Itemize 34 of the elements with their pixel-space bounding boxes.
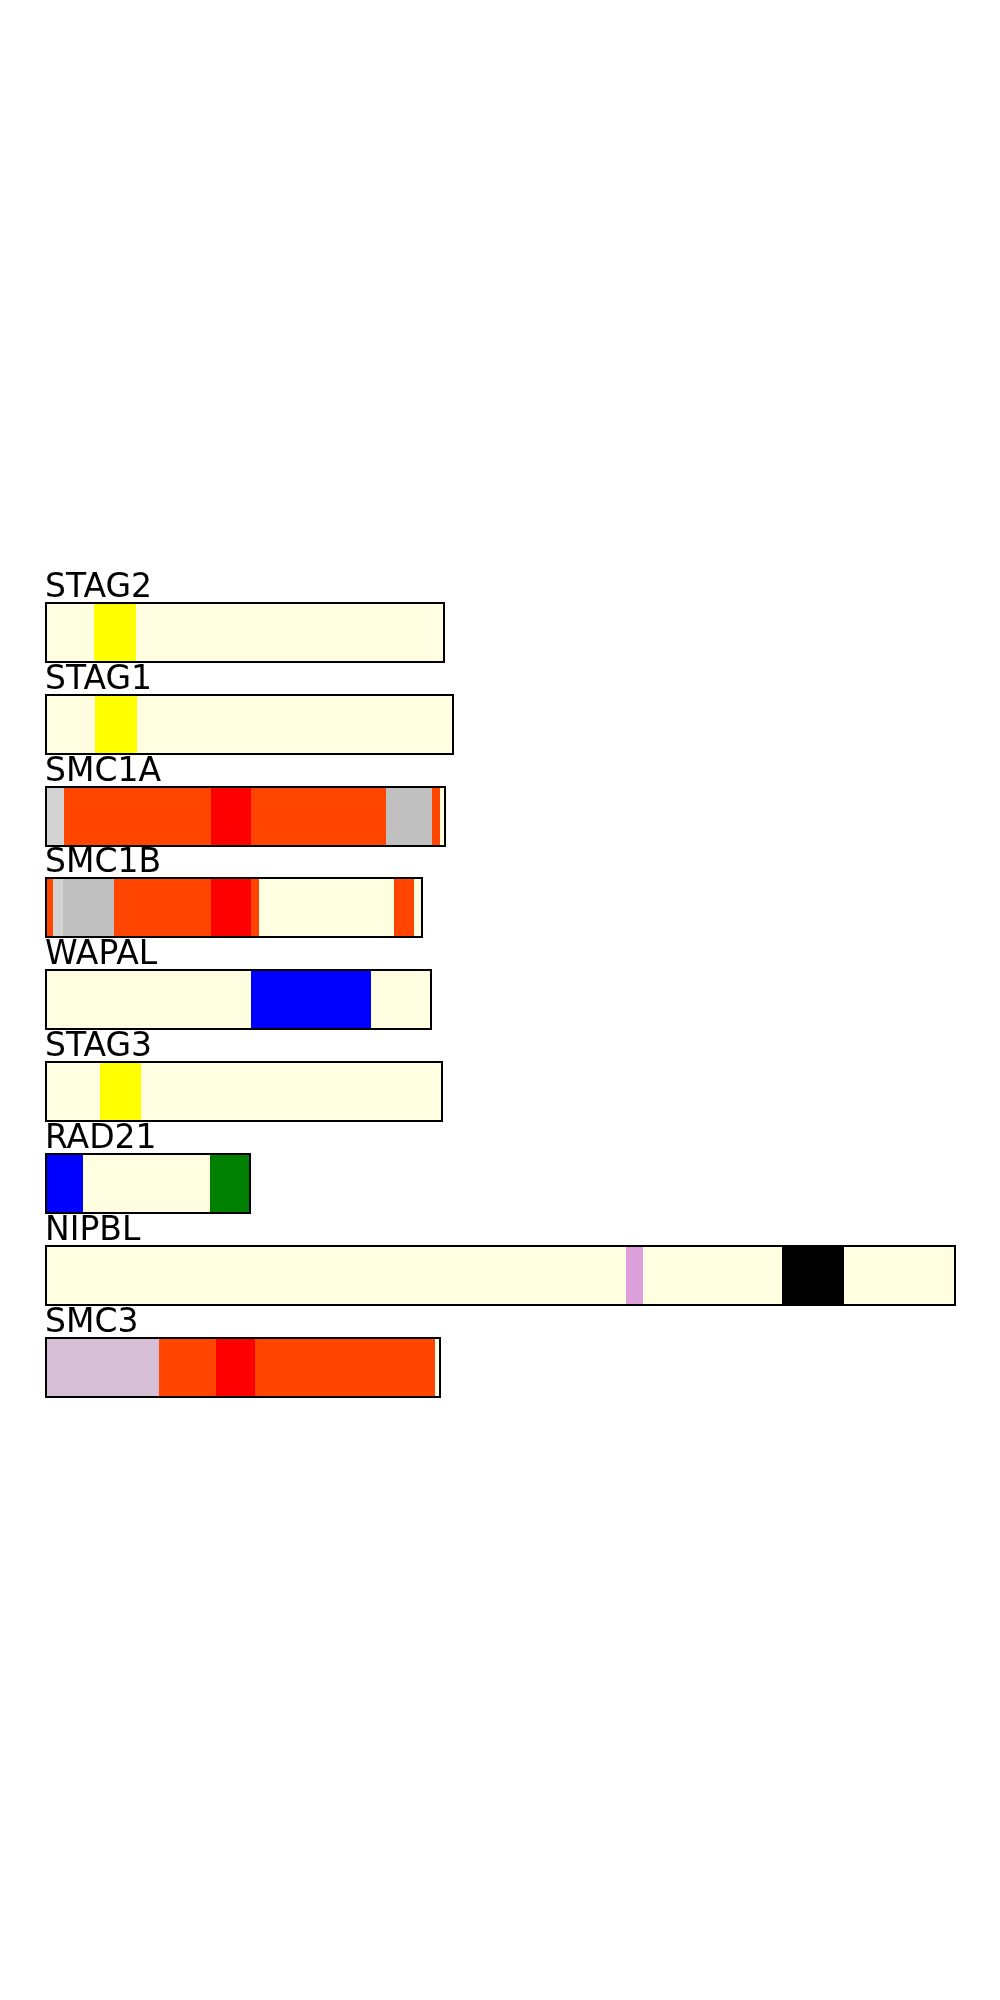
domain-segment [210, 788, 251, 845]
domain-segment [47, 1339, 159, 1396]
domain-segment [93, 604, 136, 661]
domain-segment [52, 879, 63, 936]
domain-segment [158, 1339, 216, 1396]
domain-segment [47, 879, 53, 936]
domain-segment [215, 1339, 255, 1396]
domain-segment [250, 788, 386, 845]
protein-name: SMC1B [45, 847, 162, 875]
protein-name: STAG3 [45, 1031, 153, 1059]
domain-segment [113, 879, 211, 936]
domain-segment [625, 1247, 643, 1304]
domain-segment [254, 1339, 435, 1396]
domain-segment [94, 696, 137, 753]
domain-segment [47, 1155, 83, 1212]
domain-segment [210, 879, 251, 936]
protein-name: WAPAL [45, 939, 158, 967]
protein-name: STAG2 [45, 572, 153, 600]
domain-segment [209, 1155, 249, 1212]
domain-segment [47, 788, 64, 845]
protein-name: STAG1 [45, 664, 153, 692]
domain-segment [62, 879, 114, 936]
protein-name: SMC3 [45, 1307, 139, 1335]
domain-segment [99, 1063, 141, 1120]
domain-segment [63, 788, 211, 845]
domain-segment [250, 879, 259, 936]
domain-segment [781, 1247, 844, 1304]
protein-name: RAD21 [45, 1123, 157, 1151]
domain-segment [250, 971, 371, 1028]
protein-name: SMC1A [45, 756, 162, 784]
protein-name: NIPBL [45, 1215, 141, 1243]
domain-segment [385, 788, 432, 845]
domain-segment [431, 788, 440, 845]
domain-segment [393, 879, 414, 936]
